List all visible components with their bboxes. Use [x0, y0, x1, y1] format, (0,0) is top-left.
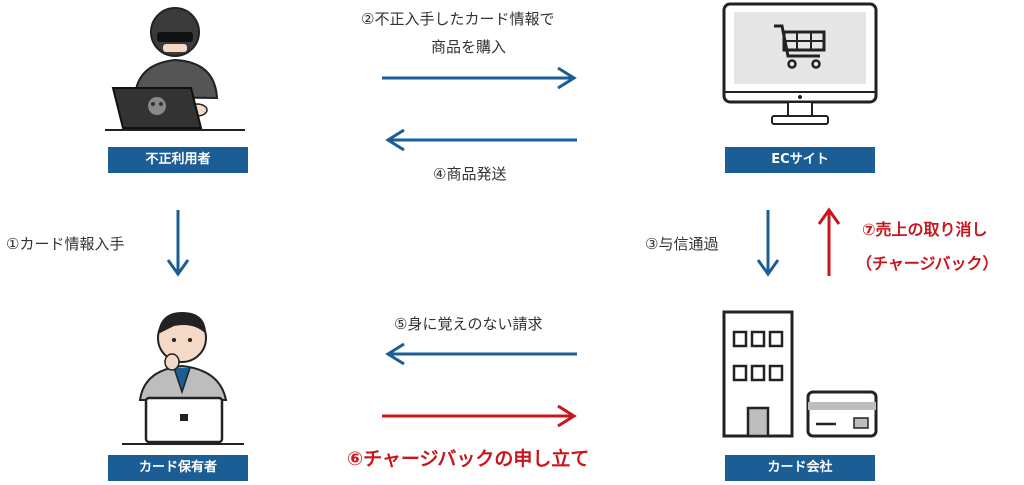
step-1-text: ①カード情報入手: [6, 235, 125, 253]
cardholder-illustration: [122, 312, 244, 445]
cardholder-label: カード保有者: [108, 455, 248, 481]
arrow-down-step1: [166, 210, 190, 277]
ec-site-label: ECサイト: [725, 147, 875, 173]
step-2-text-line2: 商品を購入: [431, 38, 507, 56]
step-2-text-line1: ②不正入手したカード情報で: [361, 10, 555, 28]
step-7-text-line1: ⑦売上の取り消し: [862, 220, 988, 239]
card-company-label: カード会社: [725, 455, 875, 481]
arrow-up-step7: [817, 207, 841, 276]
arrow-right-step2: [382, 66, 577, 90]
step-4-text: ④商品発送: [433, 165, 507, 183]
building-icon: [722, 310, 794, 438]
arrow-left-step4: [385, 128, 577, 152]
step-5-text: ⑤身に覚えのない請求: [394, 315, 543, 333]
arrow-left-step5: [385, 342, 577, 366]
step-7-text-line2: （チャージバック）: [856, 254, 999, 273]
step-3-text: ③与信通過: [645, 235, 719, 253]
arrow-right-step6: [382, 404, 577, 428]
credit-card-icon: [806, 390, 878, 438]
step-6-text: ⑥チャージバックの申し立て: [347, 448, 590, 470]
fraudster-label: 不正利用者: [108, 147, 248, 173]
fraudster-illustration: [105, 7, 245, 131]
monitor-cart-icon: [722, 2, 878, 125]
arrow-down-step3: [756, 210, 780, 277]
